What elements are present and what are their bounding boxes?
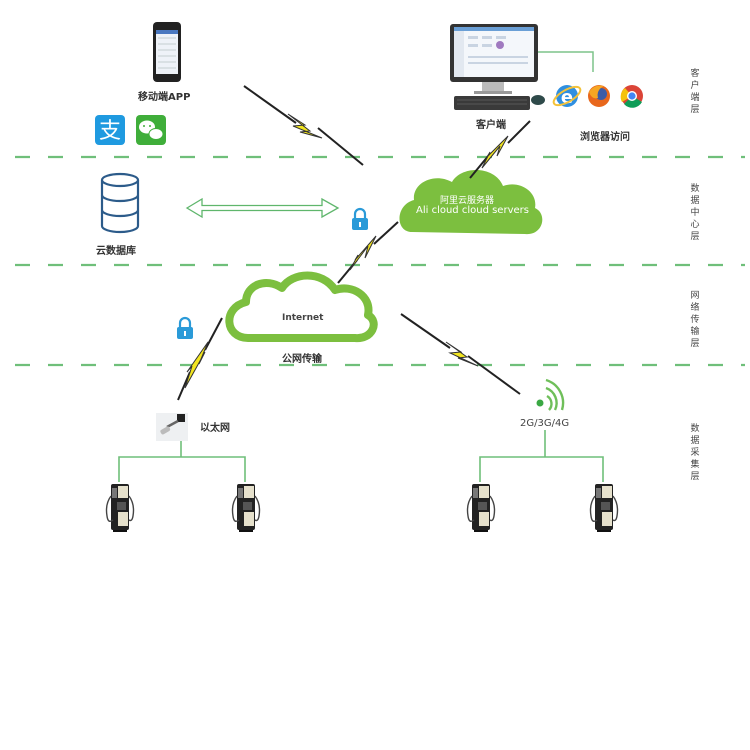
mobile-app-label: 移动端APP [138, 92, 191, 103]
ethernet-label: 以太网 [200, 423, 230, 434]
lightning-bolt-icon [243, 85, 364, 166]
charging-pile-icon [466, 484, 496, 532]
layer-label-network: 网络传输层 [690, 291, 700, 349]
client-pc-label: 客户端 [476, 120, 506, 131]
cloud-database-label: 云数据库 [96, 246, 136, 257]
lightning-bolt-icon [177, 317, 223, 401]
aliyun-en-label: Ali cloud cloud servers [416, 205, 529, 216]
wireless-signal-icon [536, 378, 565, 411]
internet-cloud-icon [225, 271, 378, 343]
smartphone-icon [153, 22, 181, 82]
internet-label: Internet [282, 313, 324, 323]
lightning-bolt-icon [337, 221, 399, 284]
charging-pile-icon [105, 484, 135, 532]
wechat-icon [136, 115, 166, 145]
ethernet-port-icon [156, 413, 188, 441]
lock-icon [177, 316, 193, 339]
svg-text:e: e [561, 87, 573, 108]
charging-piles [105, 484, 619, 532]
cellular-label: 2G/3G/4G [520, 418, 570, 429]
database-icon [100, 172, 140, 234]
aliyun-cloud-icon [399, 170, 543, 235]
lock-icon [352, 207, 368, 230]
lightning-bolt-icon [469, 120, 531, 179]
browser-access-label: 浏览器访问 [580, 132, 630, 143]
layer-label-collection: 数据采集层 [690, 424, 700, 482]
charging-pile-icon [589, 484, 619, 532]
chrome-icon [620, 85, 643, 108]
public-network-label: 公网传输 [282, 354, 322, 365]
firefox-icon [588, 85, 610, 107]
ie-icon: e [552, 85, 582, 108]
layer-label-client: 客户端层 [690, 69, 700, 115]
connector-lines [118, 430, 604, 482]
alipay-icon: 支 [95, 115, 125, 145]
connector-pc-browsers [538, 51, 594, 72]
desktop-computer-icon [450, 24, 545, 110]
lightning-bolt-icon [400, 313, 521, 395]
aliyun-cn-label: 阿里云服务器 [440, 196, 495, 206]
layer-label-datacenter: 数据中心层 [690, 184, 700, 242]
alipay-glyph: 支 [99, 119, 121, 144]
bidirectional-arrow [185, 197, 340, 219]
layer-separators [15, 155, 745, 367]
charging-pile-icon [231, 484, 261, 532]
